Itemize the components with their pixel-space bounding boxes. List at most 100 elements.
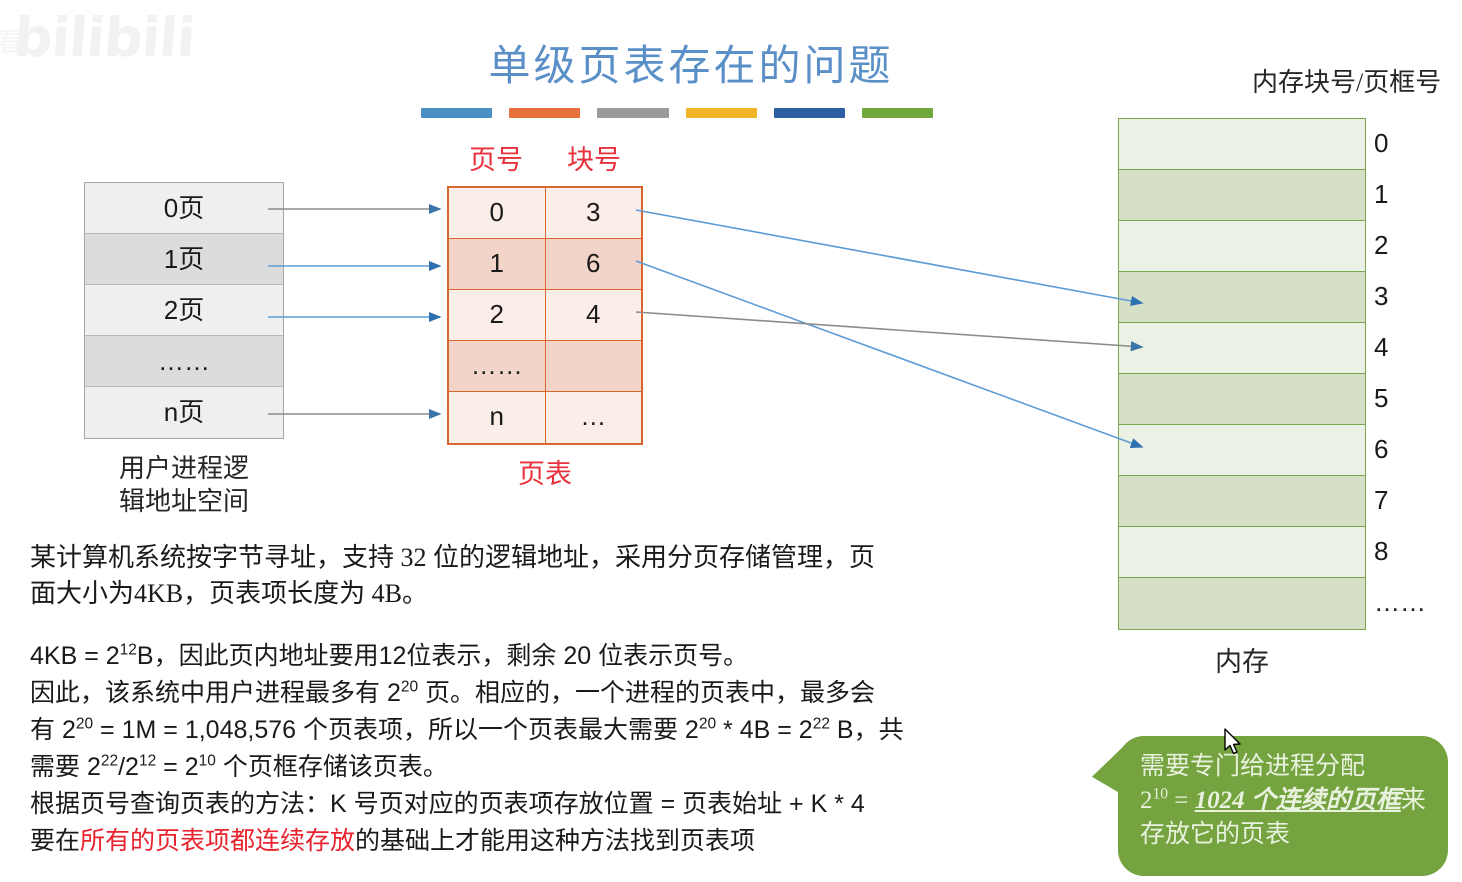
txt: 个页框存储该页表。 <box>215 753 448 781</box>
dash-gray <box>597 108 669 118</box>
page-number-cell: n <box>449 392 546 443</box>
page-table-row: 1 6 <box>449 239 641 290</box>
txt: 来存放它的页表 <box>1140 787 1426 848</box>
process-address-space-table: 0页 1页 2页 …… n页 <box>84 182 284 439</box>
memory-frame <box>1119 170 1365 221</box>
page-title: 单级页表存在的问题 <box>0 32 1462 93</box>
memory-frame-label: 2 <box>1374 230 1389 260</box>
watermark-edge-glyph: 看 <box>0 28 23 57</box>
page-table-row: 0 3 <box>449 188 641 239</box>
page-table-header-blocknum: 块号 <box>567 145 621 175</box>
callout-line-2: 210 = 1024 个连续的页框来存放它的页表 <box>1140 784 1430 852</box>
problem-line-1: 某计算机系统按字节寻址，支持 32 位的逻辑地址，采用分页存储管理，页 <box>30 543 876 572</box>
process-table-caption: 用户进程逻 辑地址空间 <box>84 452 284 518</box>
txt: * 4B = 2 <box>716 716 813 744</box>
sup: 20 <box>75 715 94 733</box>
sup: 12 <box>119 641 137 659</box>
block-number-cell: 3 <box>545 188 641 238</box>
derivation-line-contiguous: 要在所有的页表项都连续存放的基础上才能用这种方法找到页表项 <box>30 823 1110 860</box>
dash-orange <box>509 108 581 118</box>
derivation-line-entries: 有 220 = 1M = 1,048,576 个页表项，所以一个页表最大需要 2… <box>30 712 1110 749</box>
memory-frame <box>1119 425 1365 476</box>
memory-frame <box>1119 476 1365 527</box>
memory-header-label: 内存块号/页框号 <box>1252 68 1442 97</box>
process-row: 2页 <box>85 285 283 336</box>
memory-frame <box>1119 578 1365 629</box>
highlighted-contiguous-text: 所有的页表项都连续存放 <box>80 827 356 855</box>
accent-dash-row <box>421 108 934 120</box>
txt: 的基础上才能用这种方法找到页表项 <box>355 827 756 855</box>
memory-frame-label: 3 <box>1374 281 1389 311</box>
memory-frame-labels: 0 1 2 3 4 5 6 7 8 …… <box>1374 118 1434 628</box>
sup: 22 <box>812 715 830 733</box>
memory-frame-label: 0 <box>1374 128 1389 158</box>
arrow-block4-to-frame4 <box>635 311 1144 352</box>
block-number-cell: … <box>545 392 641 443</box>
page-table: 0 3 1 6 2 4 …… n … <box>447 186 643 445</box>
process-caption-line1: 用户进程逻 <box>118 454 249 483</box>
memory-frame <box>1119 323 1365 374</box>
txt: = 1M = 1,048,576 个页表项，所以一个页表最大需要 2 <box>93 716 699 744</box>
derivation-paragraph: 4KB = 212B，因此页内地址要用12位表示，剩余 20 位表示页号。 因此… <box>30 638 1110 860</box>
memory-frame-label: 4 <box>1374 332 1389 362</box>
memory-caption: 内存 <box>1215 647 1269 677</box>
memory-frame <box>1119 527 1365 578</box>
page-table-row: 2 4 <box>449 290 641 341</box>
page-table-row: …… <box>449 341 641 392</box>
sup: 10 <box>1152 785 1169 803</box>
memory-frame-label: 5 <box>1374 383 1389 413</box>
page-number-cell: …… <box>449 341 546 391</box>
memory-frame <box>1119 374 1365 425</box>
memory-frame-label: 8 <box>1374 536 1389 566</box>
page-number-cell: 0 <box>449 188 546 238</box>
dash-blue <box>421 108 493 118</box>
callout-line-1: 需要专门给进程分配 <box>1140 753 1366 780</box>
memory-frame-label: …… <box>1374 587 1426 617</box>
txt: /2 <box>118 753 139 781</box>
sup: 20 <box>698 715 717 733</box>
txt: 有 2 <box>30 716 76 744</box>
txt: 2 <box>1140 787 1153 814</box>
sup: 10 <box>198 752 216 770</box>
txt: B，共 <box>829 716 904 744</box>
txt: = <box>1168 787 1195 814</box>
page-number-cell: 1 <box>449 239 546 289</box>
memory-frame-label: 7 <box>1374 485 1389 515</box>
memory-frame <box>1119 221 1365 272</box>
dash-green <box>861 108 934 118</box>
derivation-line-frames: 需要 222/212 = 210 个页框存储该页表。 <box>30 749 1110 786</box>
txt: = 2 <box>156 753 199 781</box>
memory-frame-label: 1 <box>1374 179 1389 209</box>
txt: 因此，该系统中用户进程最多有 2 <box>30 679 401 707</box>
page-number-cell: 2 <box>449 290 546 340</box>
page-table-caption: 页表 <box>518 459 572 489</box>
process-caption-line2: 辑地址空间 <box>118 487 249 516</box>
dash-yellow <box>685 108 757 118</box>
block-number-cell: 6 <box>545 239 641 289</box>
block-number-cell <box>545 341 641 391</box>
page-table-headers: 页号 块号 <box>447 138 643 177</box>
derivation-line-pages: 因此，该系统中用户进程最多有 220 页。相应的，一个进程的页表中，最多会 <box>30 675 1110 712</box>
txt: 4KB = 2 <box>30 642 120 670</box>
arrow-block6-to-frame6 <box>635 260 1144 448</box>
process-row: 1页 <box>85 234 283 285</box>
problem-line-2: 面大小为4KB，页表项长度为 4B。 <box>30 579 428 608</box>
sup: 20 <box>400 678 419 696</box>
process-row: n页 <box>85 387 283 438</box>
txt: 要在 <box>30 827 81 855</box>
dash-darkblue <box>773 108 845 118</box>
arrow-block3-to-frame3 <box>635 209 1144 307</box>
txt: B，因此页内地址要用12位表示，剩余 20 位表示页号。 <box>136 642 749 670</box>
callout-bubble: 需要专门给进程分配 210 = 1024 个连续的页框来存放它的页表 <box>1118 736 1448 876</box>
process-row: …… <box>85 336 283 387</box>
callout-emphasis: 1024 个连续的页框 <box>1194 787 1401 814</box>
page-table-row: n … <box>449 392 641 443</box>
derivation-line-4kb: 4KB = 212B，因此页内地址要用12位表示，剩余 20 位表示页号。 <box>30 638 1110 675</box>
derivation-line-lookup: 根据页号查询页表的方法：K 号页对应的页表项存放位置 = 页表始址 + K * … <box>30 790 865 818</box>
sup: 22 <box>100 752 119 770</box>
memory-frame <box>1119 272 1365 323</box>
memory-frame-label: 6 <box>1374 434 1389 464</box>
memory-frame <box>1119 119 1365 170</box>
problem-statement-paragraph: 某计算机系统按字节寻址，支持 32 位的逻辑地址，采用分页存储管理，页 面大小为… <box>30 540 1090 612</box>
